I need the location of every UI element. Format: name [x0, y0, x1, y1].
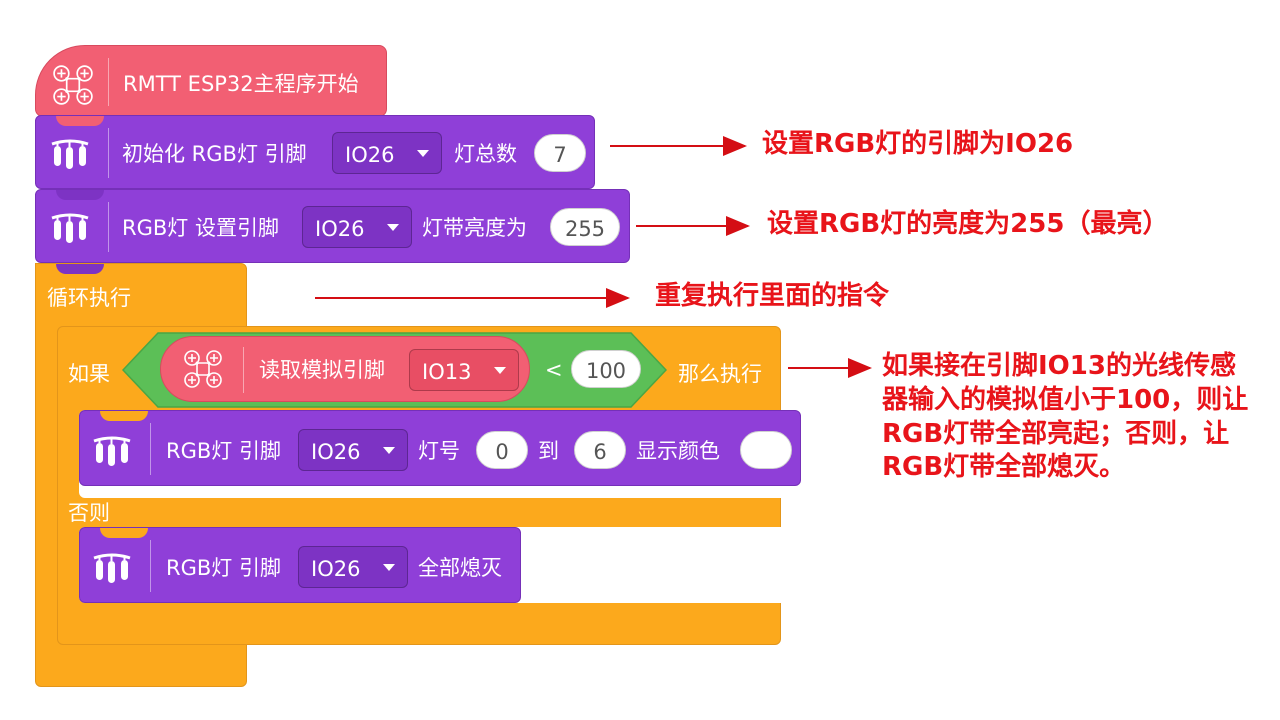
annotation-loop: 重复执行里面的指令	[655, 281, 890, 311]
brightness-block[interactable]: RGB灯 设置引脚 IO26 灯带亮度为 255	[35, 189, 630, 263]
set-color-prefix-label: RGB灯 引脚	[166, 439, 281, 463]
init-pin-value: IO26	[345, 143, 395, 167]
operator-label: <	[545, 358, 563, 382]
brightness-label: 灯带亮度为	[422, 216, 527, 240]
annotation-brightness: 设置RGB灯的亮度为255（最亮）	[767, 209, 1169, 239]
init-prefix-label: 初始化 RGB灯 引脚	[122, 142, 307, 166]
led-strip-icon	[92, 553, 132, 585]
all-off-pin-dropdown[interactable]: IO26	[298, 546, 408, 588]
if-label: 如果	[68, 362, 110, 386]
all-off-label: 全部熄灭	[418, 556, 502, 580]
init-pin-dropdown[interactable]: IO26	[332, 132, 442, 174]
init-count-input[interactable]: 7	[534, 134, 586, 172]
init-rgb-block[interactable]: 初始化 RGB灯 引脚 IO26 灯总数 7	[35, 115, 595, 189]
color-label: 显示颜色	[636, 439, 720, 463]
threshold-input[interactable]: 100	[571, 350, 641, 388]
to-label: 到	[538, 439, 559, 463]
read-pin-value: IO13	[422, 360, 472, 384]
all-off-block[interactable]: RGB灯 引脚 IO26 全部熄灭	[79, 527, 521, 603]
brightness-pin-value: IO26	[315, 217, 365, 241]
brightness-value-input[interactable]: 255	[550, 208, 620, 246]
all-off-prefix-label: RGB灯 引脚	[166, 556, 281, 580]
to-input[interactable]: 6	[574, 431, 626, 469]
led-strip-icon	[92, 436, 132, 468]
read-analog-label: 读取模拟引脚	[259, 358, 385, 382]
block-notch	[100, 528, 148, 538]
brightness-prefix-label: RGB灯 设置引脚	[122, 216, 279, 240]
led-strip-icon	[50, 139, 90, 171]
drone-icon	[53, 65, 93, 105]
chevron-down-icon	[494, 367, 506, 374]
block-notch	[100, 411, 148, 421]
chevron-down-icon	[417, 150, 429, 157]
chevron-down-icon	[383, 447, 395, 454]
else-label: 否则	[68, 501, 110, 525]
read-analog-block[interactable]: 读取模拟引脚 IO13	[160, 336, 530, 402]
hat-block-label: RMTT ESP32主程序开始	[123, 72, 359, 96]
read-pin-dropdown[interactable]: IO13	[409, 349, 519, 391]
then-label: 那么执行	[678, 362, 762, 386]
loop-label: 循环执行	[47, 286, 131, 310]
chevron-down-icon	[387, 224, 399, 231]
chevron-down-icon	[383, 564, 395, 571]
from-input[interactable]: 0	[476, 431, 528, 469]
block-notch	[56, 190, 104, 200]
led-strip-icon	[50, 213, 90, 245]
block-notch	[56, 116, 104, 126]
hat-block[interactable]: RMTT ESP32主程序开始	[35, 45, 387, 117]
annotation-pin: 设置RGB灯的引脚为IO26	[762, 129, 1074, 159]
init-count-label: 灯总数	[454, 142, 517, 166]
set-color-block[interactable]: RGB灯 引脚 IO26 灯号 0 到 6 显示颜色	[79, 410, 801, 486]
drone-icon	[184, 350, 222, 388]
annotation-condition: 如果接在引脚IO13的光线传感器输入的模拟值小于100，则让RGB灯带全部亮起；…	[882, 351, 1249, 483]
all-off-pin-value: IO26	[311, 557, 361, 581]
set-color-pin-dropdown[interactable]: IO26	[298, 429, 408, 471]
block-notch	[56, 264, 104, 274]
set-color-pin-value: IO26	[311, 440, 361, 464]
brightness-pin-dropdown[interactable]: IO26	[302, 206, 412, 248]
from-label: 灯号	[418, 439, 460, 463]
color-swatch[interactable]	[740, 431, 792, 469]
